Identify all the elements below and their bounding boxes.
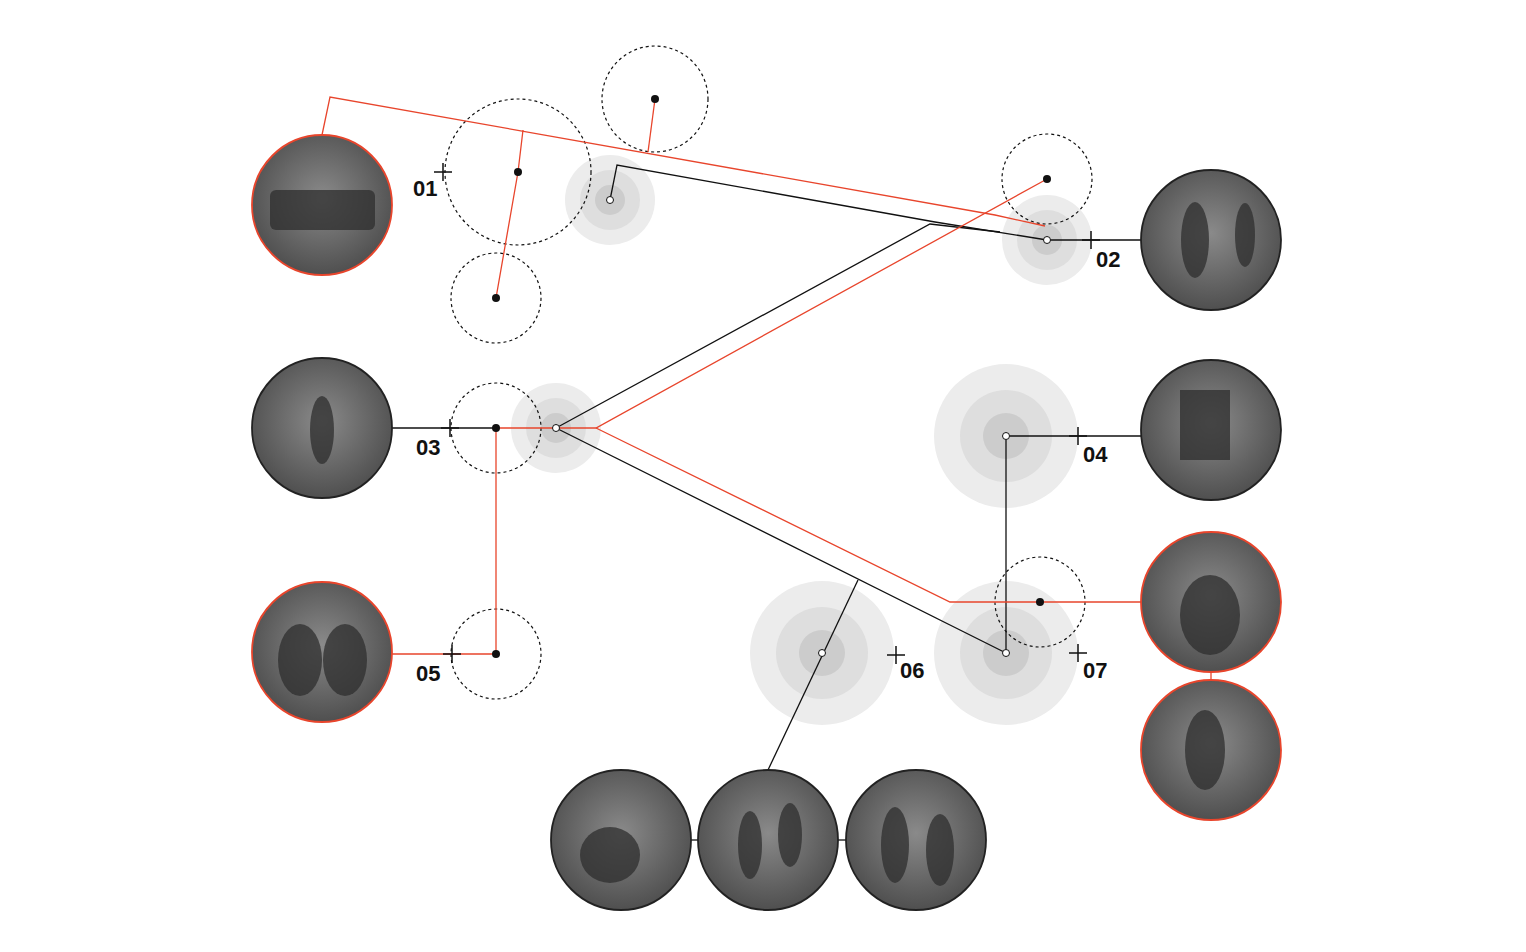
callout-number: 06 bbox=[900, 660, 924, 682]
black-path bbox=[610, 165, 1141, 240]
point-dot bbox=[492, 650, 500, 658]
open-dot bbox=[1044, 237, 1051, 244]
point-dot bbox=[492, 294, 500, 302]
photo-circle bbox=[1141, 532, 1281, 672]
photo-figure bbox=[1181, 202, 1209, 278]
red-path bbox=[648, 99, 655, 152]
activity-zone bbox=[511, 155, 1092, 725]
point-dot bbox=[492, 424, 500, 432]
point-dot bbox=[1036, 598, 1044, 606]
point-dot bbox=[651, 95, 659, 103]
range-circle bbox=[602, 46, 708, 152]
plus-marker bbox=[443, 645, 461, 663]
photo-circle bbox=[252, 135, 1281, 910]
callout-number: 04 bbox=[1083, 444, 1107, 466]
plus-marker bbox=[1082, 231, 1100, 249]
black-path bbox=[556, 224, 1000, 428]
photo-figure bbox=[1235, 203, 1255, 267]
red-path bbox=[596, 428, 1141, 602]
photo-figure bbox=[580, 827, 640, 883]
range-circle bbox=[451, 253, 541, 343]
black-path bbox=[838, 839, 846, 840]
photo-figure bbox=[778, 803, 802, 867]
callout-number: 03 bbox=[416, 437, 440, 459]
zone-mid bbox=[776, 607, 868, 699]
point-dot bbox=[514, 168, 522, 176]
photo-circle bbox=[551, 770, 691, 910]
zone-outer bbox=[565, 155, 655, 245]
black-path bbox=[768, 580, 858, 770]
zone-mid bbox=[580, 170, 640, 230]
red-path bbox=[392, 428, 496, 654]
photo-figure bbox=[278, 624, 322, 696]
callout-number: 02 bbox=[1096, 249, 1120, 271]
plus-marker bbox=[434, 163, 1100, 664]
red-path bbox=[322, 97, 1211, 680]
red-path bbox=[1210, 672, 1211, 680]
photo-figure bbox=[1185, 710, 1225, 790]
red-path bbox=[322, 97, 1045, 226]
open-dot bbox=[1003, 650, 1010, 657]
photo-circle bbox=[846, 770, 986, 910]
photo-figure bbox=[270, 190, 1255, 886]
point-dot bbox=[492, 95, 1051, 658]
photo-figure bbox=[881, 807, 909, 883]
black-path bbox=[1005, 436, 1006, 653]
photo-circle bbox=[1141, 170, 1281, 310]
red-path bbox=[496, 130, 523, 298]
zone-core bbox=[799, 630, 845, 676]
photo-figure bbox=[310, 396, 334, 464]
photo-figure bbox=[1180, 390, 1230, 460]
photo-figure bbox=[1180, 575, 1240, 655]
callout-number: 01 bbox=[413, 178, 437, 200]
plus-marker bbox=[441, 419, 459, 437]
point-dot bbox=[1043, 175, 1051, 183]
range-circle bbox=[445, 46, 1092, 699]
zone-core bbox=[595, 185, 625, 215]
black-path bbox=[392, 165, 1141, 840]
photo-figure bbox=[270, 190, 375, 230]
open-dot bbox=[553, 197, 1051, 657]
photo-circle bbox=[252, 135, 392, 275]
plus-marker bbox=[1069, 427, 1087, 445]
photo-figure bbox=[926, 814, 954, 886]
red-path bbox=[496, 179, 1047, 428]
callout-number: 05 bbox=[416, 663, 440, 685]
photo-circle bbox=[252, 582, 392, 722]
open-dot bbox=[553, 425, 560, 432]
open-dot bbox=[1003, 433, 1010, 440]
photo-figure bbox=[323, 624, 367, 696]
black-path bbox=[691, 839, 698, 840]
open-dot bbox=[819, 650, 826, 657]
photo-circle bbox=[698, 770, 838, 910]
callout-number: 07 bbox=[1083, 660, 1107, 682]
zone-outer bbox=[750, 581, 894, 725]
photo-circle bbox=[1141, 360, 1281, 500]
photo-circle bbox=[252, 358, 392, 498]
open-dot bbox=[607, 197, 614, 204]
photo-figure bbox=[738, 811, 762, 879]
black-path bbox=[556, 428, 1006, 653]
range-circle bbox=[1002, 134, 1092, 224]
photo-circle bbox=[1141, 680, 1281, 820]
